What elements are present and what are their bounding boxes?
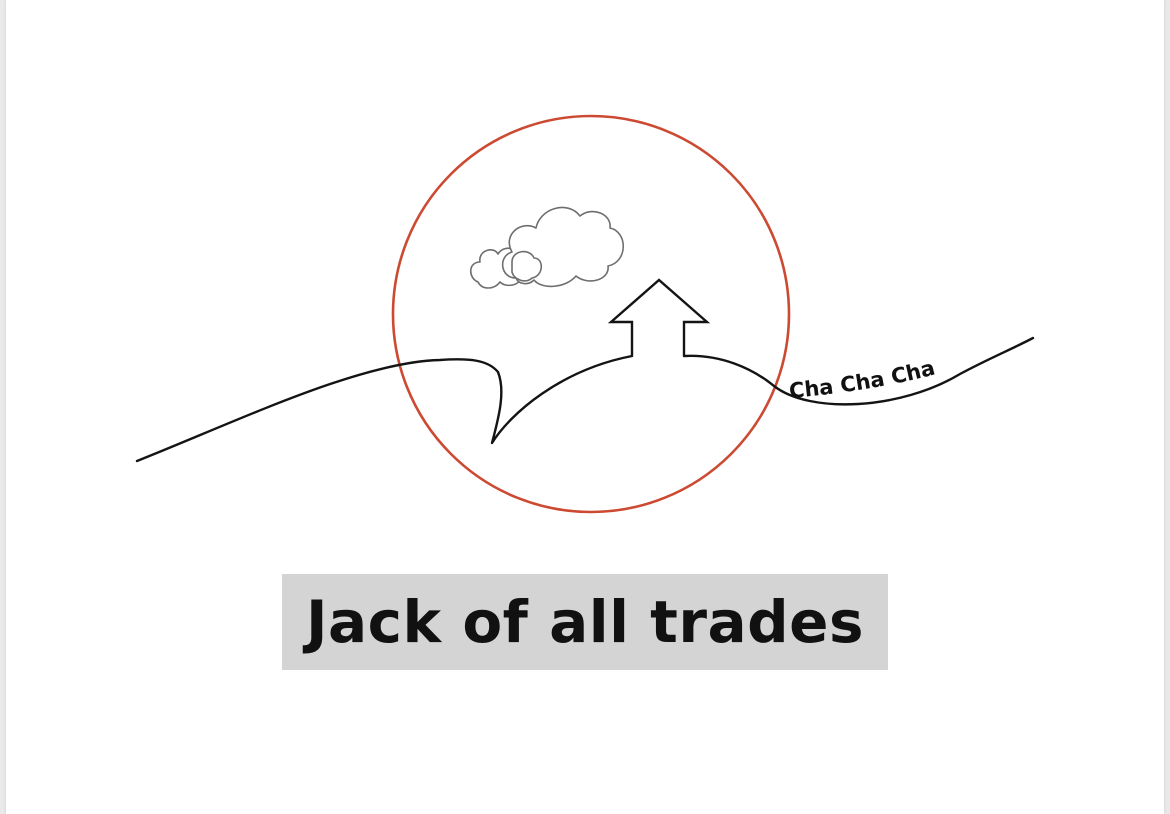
page-title: Jack of all trades xyxy=(305,588,865,656)
title-banner: Jack of all trades xyxy=(282,574,888,670)
cloud-icon xyxy=(469,206,624,289)
page-sheet xyxy=(6,0,1164,814)
hill-line xyxy=(135,336,1035,463)
up-arrow-icon xyxy=(607,278,711,356)
red-circle xyxy=(391,114,791,514)
cha-cha-cha-label: Cha Cha Cha xyxy=(788,356,937,403)
